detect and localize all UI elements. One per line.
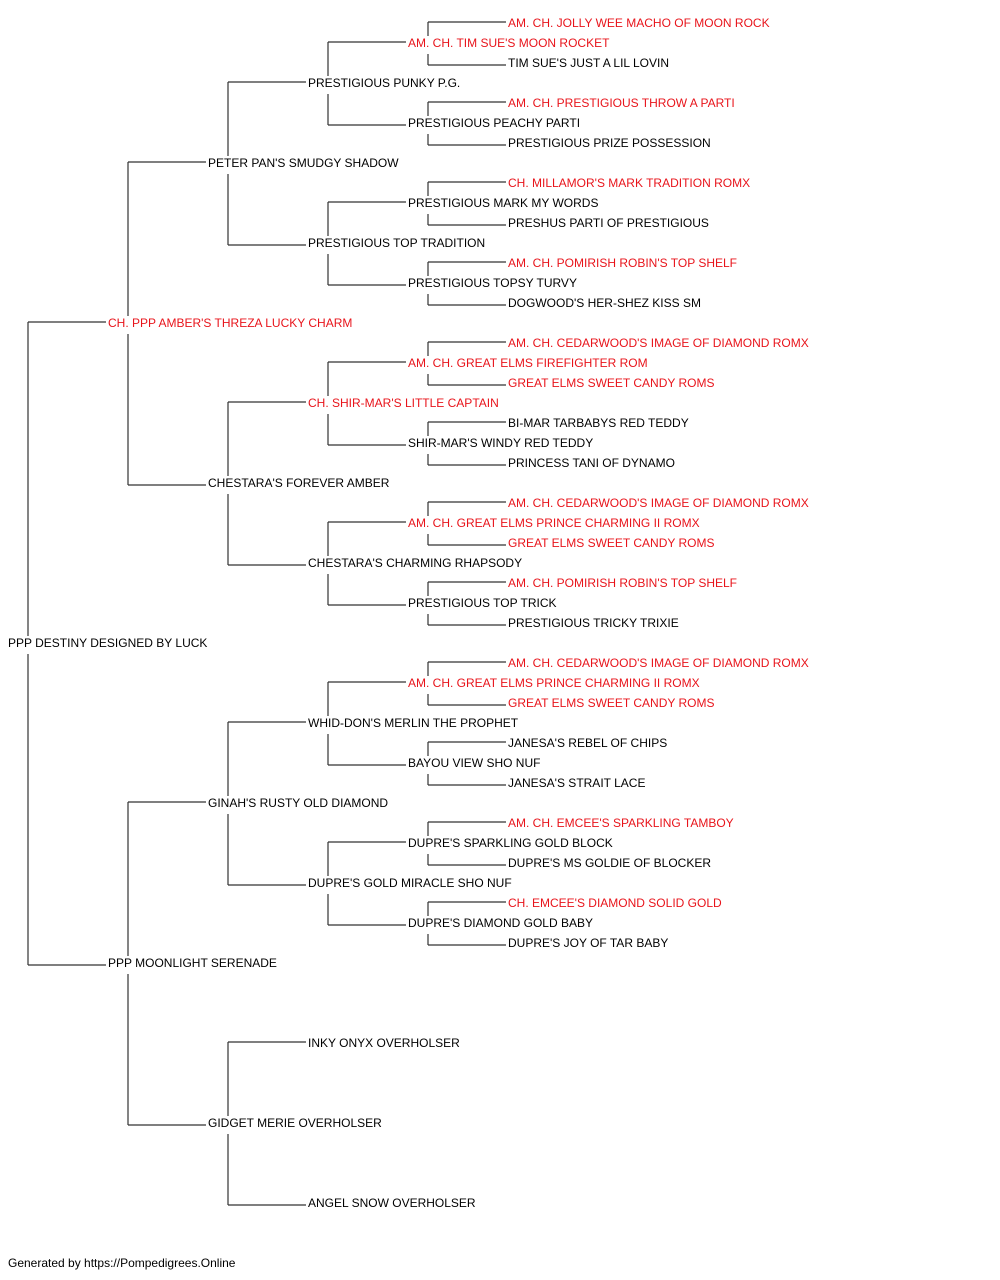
dog-name-root-s-d-d-d-s: AM. CH. POMIRISH ROBIN'S TOP SHELF bbox=[508, 576, 737, 590]
footer-credit: Generated by https://Pompedigrees.Online bbox=[8, 1256, 236, 1270]
dog-name-root-d: PPP MOONLIGHT SERENADE bbox=[108, 956, 277, 970]
pedigree-connector-lines bbox=[27, 21, 506, 1206]
dog-name-root-s-d-d: CHESTARA'S CHARMING RHAPSODY bbox=[308, 556, 522, 570]
dog-name-root-s-s-s-d: PRESTIGIOUS PEACHY PARTI bbox=[408, 116, 580, 130]
dog-name-root-s-d-d-s-d: GREAT ELMS SWEET CANDY ROMS bbox=[508, 536, 714, 550]
dog-name-root-s-d-s-d-d: PRINCESS TANI OF DYNAMO bbox=[508, 456, 675, 470]
dog-name-root-d-s-d: DUPRE'S GOLD MIRACLE SHO NUF bbox=[308, 876, 512, 890]
dog-name-root-s-s-s-d-s: AM. CH. PRESTIGIOUS THROW A PARTI bbox=[508, 96, 735, 110]
dog-name-root-s-d-s-s: AM. CH. GREAT ELMS FIREFIGHTER ROM bbox=[408, 356, 648, 370]
pedigree-tree: PPP DESTINY DESIGNED BY LUCK CH. PPP AMBE… bbox=[8, 16, 809, 1210]
dog-name-root-s-s-d-d-d: DOGWOOD'S HER-SHEZ KISS SM bbox=[508, 296, 701, 310]
dog-name-root-d-s-d-d: DUPRE'S DIAMOND GOLD BABY bbox=[408, 916, 593, 930]
dog-name-root-s-d-s-s-d: GREAT ELMS SWEET CANDY ROMS bbox=[508, 376, 714, 390]
dog-name-root-s-d-s-d-s: BI-MAR TARBABYS RED TEDDY bbox=[508, 416, 689, 430]
pedigree-name-labels: PPP DESTINY DESIGNED BY LUCK CH. PPP AMBE… bbox=[8, 16, 809, 1210]
dog-name-root-s-s-s-s: AM. CH. TIM SUE'S MOON ROCKET bbox=[408, 36, 610, 50]
dog-name-root-d-s-d-s-s: AM. CH. EMCEE'S SPARKLING TAMBOY bbox=[508, 816, 734, 830]
dog-name-root-s: CH. PPP AMBER'S THREZA LUCKY CHARM bbox=[108, 316, 352, 330]
dog-name-root-s-s-d-s-s: CH. MILLAMOR'S MARK TRADITION ROMX bbox=[508, 176, 750, 190]
dog-name-root-s-s-s: PRESTIGIOUS PUNKY P.G. bbox=[308, 76, 460, 90]
dog-name-root-d-s-s-s: AM. CH. GREAT ELMS PRINCE CHARMING II RO… bbox=[408, 676, 700, 690]
dog-name-root-s-s-d-d-s: AM. CH. POMIRISH ROBIN'S TOP SHELF bbox=[508, 256, 737, 270]
dog-name-root-d-s: GINAH'S RUSTY OLD DIAMOND bbox=[208, 796, 388, 810]
dog-name-root-d-s-s-d: BAYOU VIEW SHO NUF bbox=[408, 756, 540, 770]
dog-name-root-s-d-d-s-s: AM. CH. CEDARWOOD'S IMAGE OF DIAMOND ROM… bbox=[508, 496, 809, 510]
dog-name-root-d-s-s: WHID-DON'S MERLIN THE PROPHET bbox=[308, 716, 519, 730]
dog-name-root-s-d: CHESTARA'S FOREVER AMBER bbox=[208, 476, 390, 490]
dog-name-root-s-d-s-d: SHIR-MAR'S WINDY RED TEDDY bbox=[408, 436, 593, 450]
dog-name-root-s-s: PETER PAN'S SMUDGY SHADOW bbox=[208, 156, 399, 170]
dog-name-root-d-s-d-s-d: DUPRE'S MS GOLDIE OF BLOCKER bbox=[508, 856, 711, 870]
dog-name-root-d-s-d-d-d: DUPRE'S JOY OF TAR BABY bbox=[508, 936, 668, 950]
dog-name-root-s-d-s: CH. SHIR-MAR'S LITTLE CAPTAIN bbox=[308, 396, 499, 410]
dog-name-root-d-s-s-d-d: JANESA'S STRAIT LACE bbox=[508, 776, 645, 790]
dog-name-root-s-s-s-s-s: AM. CH. JOLLY WEE MACHO OF MOON ROCK bbox=[508, 16, 770, 30]
dog-name-root-s-s-d-d: PRESTIGIOUS TOPSY TURVY bbox=[408, 276, 577, 290]
dog-name-root-s-s-d-s-d: PRESHUS PARTI OF PRESTIGIOUS bbox=[508, 216, 709, 230]
dog-name-root-d-d: GIDGET MERIE OVERHOLSER bbox=[208, 1116, 382, 1130]
dog-name-root-d-s-d-s: DUPRE'S SPARKLING GOLD BLOCK bbox=[408, 836, 613, 850]
dog-name-root-s-d-s-s-s: AM. CH. CEDARWOOD'S IMAGE OF DIAMOND ROM… bbox=[508, 336, 809, 350]
dog-name-root-d-s-d-d-s: CH. EMCEE'S DIAMOND SOLID GOLD bbox=[508, 896, 722, 910]
dog-name-root: PPP DESTINY DESIGNED BY LUCK bbox=[8, 636, 207, 650]
dog-name-root-d-d-d: ANGEL SNOW OVERHOLSER bbox=[308, 1196, 476, 1210]
dog-name-root-s-d-d-d: PRESTIGIOUS TOP TRICK bbox=[408, 596, 556, 610]
dog-name-root-s-d-d-s: AM. CH. GREAT ELMS PRINCE CHARMING II RO… bbox=[408, 516, 700, 530]
dog-name-root-s-d-d-d-d: PRESTIGIOUS TRICKY TRIXIE bbox=[508, 616, 679, 630]
dog-name-root-s-s-d: PRESTIGIOUS TOP TRADITION bbox=[308, 236, 485, 250]
dog-name-root-d-d-s: INKY ONYX OVERHOLSER bbox=[308, 1036, 460, 1050]
dog-name-root-d-s-s-d-s: JANESA'S REBEL OF CHIPS bbox=[508, 736, 667, 750]
dog-name-root-s-s-s-d-d: PRESTIGIOUS PRIZE POSSESSION bbox=[508, 136, 711, 150]
dog-name-root-d-s-s-s-s: AM. CH. CEDARWOOD'S IMAGE OF DIAMOND ROM… bbox=[508, 656, 809, 670]
dog-name-root-s-s-d-s: PRESTIGIOUS MARK MY WORDS bbox=[408, 196, 598, 210]
dog-name-root-s-s-s-s-d: TIM SUE'S JUST A LIL LOVIN bbox=[508, 56, 669, 70]
dog-name-root-d-s-s-s-d: GREAT ELMS SWEET CANDY ROMS bbox=[508, 696, 714, 710]
